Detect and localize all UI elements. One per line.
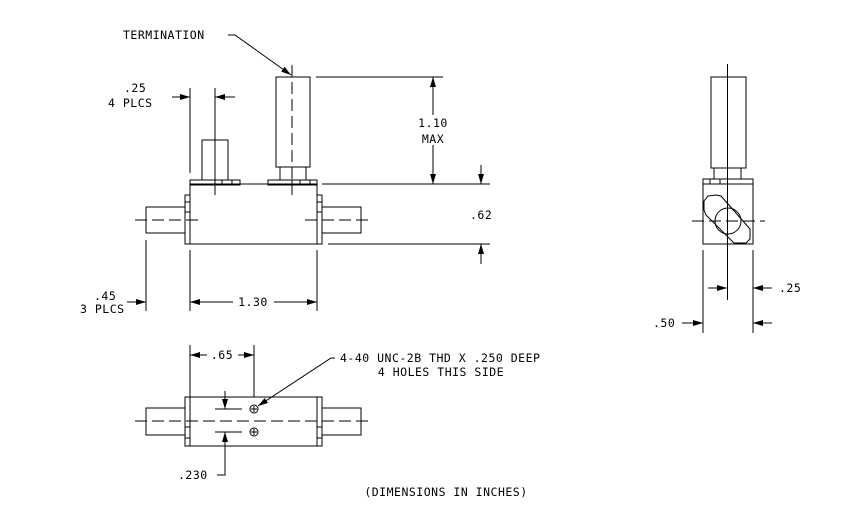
width-ext — [702, 250, 754, 333]
dim-connector-length-value: .45 — [94, 289, 116, 303]
hole-spacing-ext — [215, 408, 242, 433]
thread-hole-top — [249, 404, 259, 414]
dim-height-value: 1.10 — [418, 116, 448, 130]
dim-center: .25 — [779, 281, 801, 295]
side-view: .25 .50 — [653, 64, 801, 333]
right-flange — [316, 396, 323, 447]
dim-connector-width-note: 4 PLCS — [108, 96, 153, 110]
flange-marks — [185, 201, 322, 213]
dim-body-height: .62 — [470, 208, 492, 222]
dim-connector-length-note: 3 PLCS — [80, 302, 125, 316]
termination-leader — [228, 34, 292, 76]
termination-cylinder — [275, 76, 311, 168]
bottom-view: .65 4-40 UNC-2B THD X .250 DEEP 4 HOLES … — [135, 345, 540, 482]
termination-label: TERMINATION — [123, 28, 205, 42]
height-ext-lines — [316, 76, 490, 185]
dim-hole-spacing: .230 — [178, 468, 208, 482]
flange-marks — [185, 426, 322, 439]
termination-collar — [279, 166, 307, 181]
front-view: TERMINATION 1.10 MAX .62 .25 — [80, 28, 492, 316]
dim-width: .50 — [653, 316, 675, 330]
hole-spacing-arrow-up — [217, 432, 228, 476]
dim-length: 1.30 — [238, 295, 268, 309]
connector-profile — [703, 194, 751, 244]
dim-hole-position: .65 — [211, 348, 233, 362]
connector-width-ext — [189, 88, 216, 195]
dim-connector-width-value: .25 — [124, 81, 146, 95]
thread-hole-bottom — [249, 427, 259, 437]
footer-note: (DIMENSIONS IN INCHES) — [364, 485, 527, 499]
dim-height-note: MAX — [422, 132, 444, 146]
body — [189, 183, 318, 245]
thread-note-line2: 4 HOLES THIS SIDE — [378, 365, 504, 379]
thread-note-line1: 4-40 UNC-2B THD X .250 DEEP — [340, 351, 540, 365]
termination-cylinder — [710, 76, 747, 169]
